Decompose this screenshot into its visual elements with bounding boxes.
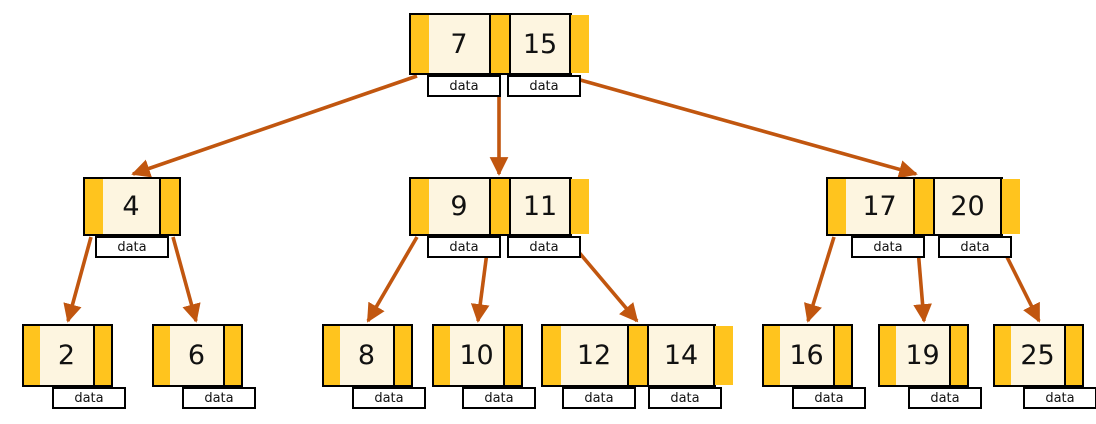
pointer-bar-n9_11-2[interactable] bbox=[571, 179, 589, 234]
key-cell-n17_20-17[interactable]: 17 bbox=[846, 179, 915, 234]
pointer-bar-n4-0[interactable] bbox=[85, 179, 103, 234]
pointer-bar-l16-1[interactable] bbox=[835, 326, 851, 385]
key-cell-l10-10[interactable]: 10 bbox=[450, 326, 505, 385]
data-box-l10-10[interactable]: data bbox=[462, 387, 536, 409]
btree-node-l6[interactable]: 6 bbox=[152, 324, 243, 387]
data-box-l2-2[interactable]: data bbox=[52, 387, 126, 409]
pointer-bar-l12_14-1[interactable] bbox=[629, 326, 647, 385]
edge-root-to-n4 bbox=[131, 74, 418, 178]
pointer-bar-n17_20-2[interactable] bbox=[1002, 179, 1020, 234]
data-box-l19-19[interactable]: data bbox=[908, 387, 982, 409]
pointer-bar-l2-1[interactable] bbox=[95, 326, 111, 385]
btree-node-l8[interactable]: 8 bbox=[322, 324, 413, 387]
data-box-l12_14-12[interactable]: data bbox=[562, 387, 636, 409]
pointer-bar-root-1[interactable] bbox=[491, 15, 509, 73]
key-cell-l25-25[interactable]: 25 bbox=[1011, 326, 1066, 385]
pointer-bar-n9_11-1[interactable] bbox=[491, 179, 509, 234]
key-cell-l16-16[interactable]: 16 bbox=[780, 326, 835, 385]
pointer-bar-root-2[interactable] bbox=[571, 15, 589, 73]
key-cell-l6-6[interactable]: 6 bbox=[170, 326, 225, 385]
key-cell-n17_20-20[interactable]: 20 bbox=[933, 179, 1002, 234]
btree-node-l25[interactable]: 25 bbox=[993, 324, 1084, 387]
data-box-root-7[interactable]: data bbox=[427, 75, 501, 97]
key-cell-n9_11-11[interactable]: 11 bbox=[509, 179, 571, 234]
btree-node-l16[interactable]: 16 bbox=[762, 324, 853, 387]
pointer-bar-l6-1[interactable] bbox=[225, 326, 241, 385]
data-box-n9_11-9[interactable]: data bbox=[427, 236, 501, 258]
pointer-bar-l2-0[interactable] bbox=[24, 326, 40, 385]
pointer-bar-root-0[interactable] bbox=[411, 15, 429, 73]
pointer-bar-l25-1[interactable] bbox=[1066, 326, 1082, 385]
btree-node-l12_14[interactable]: 12 14 bbox=[541, 324, 733, 387]
pointer-bar-l19-1[interactable] bbox=[951, 326, 967, 385]
pointer-bar-n4-1[interactable] bbox=[161, 179, 179, 234]
edge-n17_20-to-l16 bbox=[804, 236, 836, 323]
data-box-n17_20-17[interactable]: data bbox=[851, 236, 925, 258]
key-cell-l12_14-12[interactable]: 12 bbox=[561, 326, 629, 385]
btree-node-n4[interactable]: 4 bbox=[83, 177, 181, 236]
pointer-bar-l19-0[interactable] bbox=[880, 326, 896, 385]
key-cell-n9_11-9[interactable]: 9 bbox=[429, 179, 491, 234]
key-cell-n4-4[interactable]: 4 bbox=[103, 179, 161, 234]
pointer-bar-l10-0[interactable] bbox=[434, 326, 450, 385]
pointer-bar-n9_11-0[interactable] bbox=[411, 179, 429, 234]
key-cell-root-7[interactable]: 7 bbox=[429, 15, 491, 73]
btree-node-l2[interactable]: 2 bbox=[22, 324, 113, 387]
edge-root-to-n17_20 bbox=[565, 74, 918, 179]
data-box-root-15[interactable]: data bbox=[507, 75, 581, 97]
btree-node-root[interactable]: 7 15 bbox=[409, 13, 589, 75]
data-box-l25-25[interactable]: data bbox=[1023, 387, 1096, 409]
edge-n4-to-l2 bbox=[63, 236, 93, 323]
pointer-bar-l25-0[interactable] bbox=[995, 326, 1011, 385]
btree-node-l10[interactable]: 10 bbox=[432, 324, 523, 387]
key-cell-l12_14-14[interactable]: 14 bbox=[647, 326, 715, 385]
pointer-bar-l12_14-2[interactable] bbox=[715, 326, 733, 385]
pointer-bar-l12_14-0[interactable] bbox=[543, 326, 561, 385]
pointer-bar-n17_20-1[interactable] bbox=[915, 179, 933, 234]
pointer-bar-l10-1[interactable] bbox=[505, 326, 521, 385]
data-box-l8-8[interactable]: data bbox=[352, 387, 426, 409]
data-box-n4-4[interactable]: data bbox=[95, 236, 169, 258]
data-box-l6-6[interactable]: data bbox=[182, 387, 256, 409]
pointer-bar-l16-0[interactable] bbox=[764, 326, 780, 385]
data-box-n17_20-20[interactable]: data bbox=[938, 236, 1012, 258]
pointer-bar-l8-0[interactable] bbox=[324, 326, 340, 385]
pointer-bar-l6-0[interactable] bbox=[154, 326, 170, 385]
data-box-n9_11-11[interactable]: data bbox=[507, 236, 581, 258]
key-cell-l19-19[interactable]: 19 bbox=[896, 326, 951, 385]
pointer-bar-l8-1[interactable] bbox=[395, 326, 411, 385]
btree-node-l19[interactable]: 19 bbox=[878, 324, 969, 387]
key-cell-root-15[interactable]: 15 bbox=[509, 15, 571, 73]
data-box-l16-16[interactable]: data bbox=[792, 387, 866, 409]
pointer-bar-n17_20-0[interactable] bbox=[828, 179, 846, 234]
data-box-l12_14-14[interactable]: data bbox=[648, 387, 722, 409]
key-cell-l8-8[interactable]: 8 bbox=[340, 326, 395, 385]
key-cell-l2-2[interactable]: 2 bbox=[40, 326, 95, 385]
edge-n4-to-l6 bbox=[171, 236, 201, 323]
edge-n9_11-to-l8 bbox=[366, 236, 419, 323]
btree-node-n9_11[interactable]: 9 11 bbox=[409, 177, 589, 236]
